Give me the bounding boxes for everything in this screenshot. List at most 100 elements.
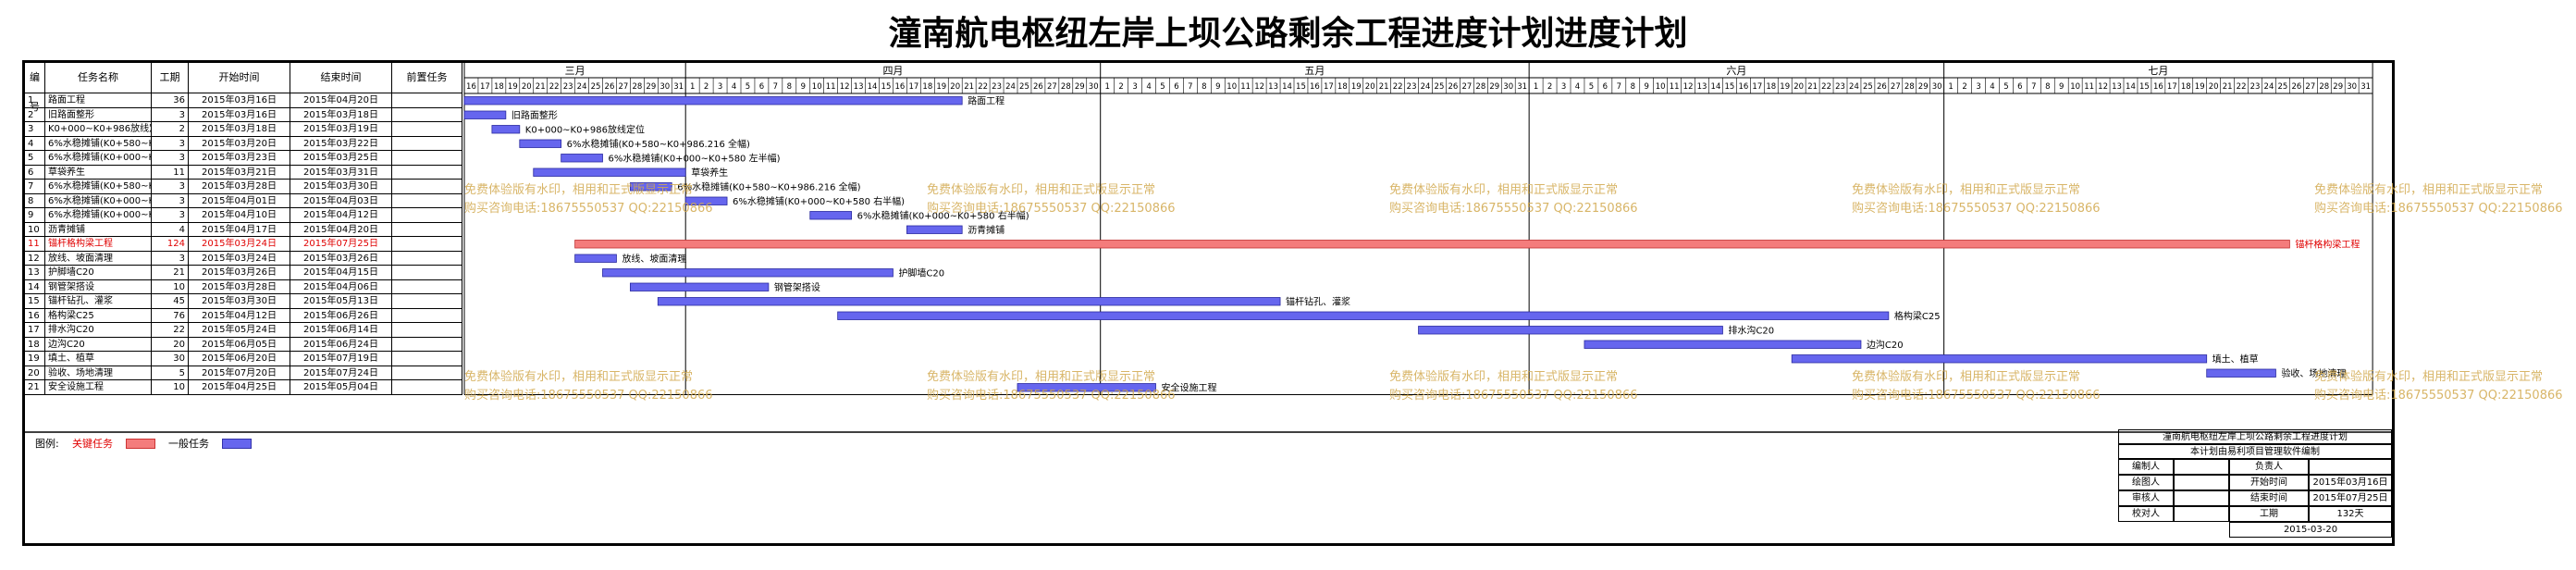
task-duration: 11 (152, 165, 189, 180)
watermark: 免费体验版有水印，相用和正式版显示正常购买咨询电话:18675550537 QQ… (2314, 181, 2563, 218)
day-label: 9 (1215, 82, 1220, 92)
watermark-line1: 免费体验版有水印，相用和正式版显示正常 (2314, 183, 2544, 197)
day-label: 24 (577, 82, 587, 92)
task-bar-label: 锚杆钻孔、灌浆 (1286, 296, 1350, 308)
day-label: 17 (1324, 82, 1334, 92)
header-no: 编号 (25, 63, 45, 113)
day-label: 29 (646, 82, 656, 92)
day-label: 29 (2333, 82, 2343, 92)
task-no: 20 (25, 366, 45, 380)
task-start: 2015年03月23日 (189, 151, 290, 166)
day-label: 24 (1005, 82, 1016, 92)
day-label: 10 (2070, 82, 2080, 92)
day-label: 16 (466, 82, 476, 92)
watermark: 免费体验版有水印，相用和正式版显示正常购买咨询电话:18675550537 QQ… (1852, 368, 2101, 405)
task-no: 1 (25, 93, 45, 108)
day-label: 26 (605, 82, 615, 92)
task-duration: 22 (152, 323, 189, 338)
task-name: 6%水稳摊铺(K0+000~K0+580 右半幅) (45, 193, 152, 208)
day-label: 14 (1282, 82, 1292, 92)
task-name: 沥青摊铺 (45, 222, 152, 237)
task-predecessor (392, 151, 462, 166)
task-end: 2015年04月20日 (290, 93, 392, 108)
day-label: 30 (659, 82, 670, 92)
tb-end-label: 结束时间 (2229, 490, 2309, 506)
task-end: 2015年03月26日 (290, 251, 392, 266)
day-label: 17 (1752, 82, 1762, 92)
task-start: 2015年03月24日 (189, 237, 290, 252)
day-label: 28 (1475, 82, 1485, 92)
watermark-line2: 购买咨询电话:18675550537 QQ:22150866 (2314, 389, 2563, 403)
task-predecessor (392, 122, 462, 137)
task-bar-label: 验收、场地清理 (2281, 367, 2346, 379)
task-no: 19 (25, 352, 45, 366)
month-label: 六月 (1726, 65, 1746, 77)
task-name: 钢管架搭设 (45, 279, 152, 294)
task-bar (519, 139, 562, 148)
legend-critical-swatch (126, 439, 155, 449)
task-bar (561, 154, 603, 163)
title-block-software: 本计划由易利项目管理软件编制 (2118, 444, 2392, 459)
day-label: 5 (746, 82, 750, 92)
task-no: 8 (25, 193, 45, 208)
day-label: 18 (1337, 82, 1348, 92)
header-end: 结束时间 (290, 63, 392, 93)
task-start: 2015年04月12日 (189, 308, 290, 323)
tb-date: 2015-03-20 (2229, 522, 2392, 538)
day-label: 27 (1891, 82, 1901, 92)
day-label: 11 (2084, 82, 2094, 92)
task-no: 10 (25, 222, 45, 237)
task-predecessor (392, 136, 462, 151)
tb-start-label: 开始时间 (2229, 475, 2309, 490)
task-bar (463, 110, 507, 119)
day-label: 18 (1766, 82, 1776, 92)
day-label: 8 (787, 82, 792, 92)
task-name: K0+000~K0+986放线定位 (45, 122, 152, 137)
task-bar-label: 安全设施工程 (1162, 382, 1217, 394)
task-duration: 10 (152, 279, 189, 294)
day-label: 20 (2209, 82, 2219, 92)
day-label: 26 (1033, 82, 1043, 92)
watermark-line1: 免费体验版有水印，相用和正式版显示正常 (1389, 183, 1619, 197)
watermark: 免费体验版有水印，相用和正式版显示正常购买咨询电话:18675550537 QQ… (927, 368, 1176, 405)
day-label: 7 (1617, 82, 1621, 92)
task-no: 17 (25, 323, 45, 338)
day-label: 30 (1089, 82, 1099, 92)
task-name: 边沟C20 (45, 337, 152, 352)
day-label: 5 (1589, 82, 1594, 92)
task-bar (574, 254, 617, 263)
tb-prepared-by-value (2174, 459, 2229, 475)
day-label: 11 (826, 82, 836, 92)
task-name: 安全设施工程 (45, 380, 152, 395)
task-bar-label: 6%水稳摊铺(K0+580~K0+986.216 全幅) (567, 138, 750, 150)
watermark: 免费体验版有水印，相用和正式版显示正常购买咨询电话:18675550537 QQ… (927, 181, 1176, 218)
day-label: 12 (840, 82, 850, 92)
task-start: 2015年04月25日 (189, 380, 290, 395)
task-name: 验收、场地清理 (45, 366, 152, 380)
tb-start-value: 2015年03月16日 (2309, 475, 2392, 490)
day-label: 15 (881, 82, 892, 92)
day-label: 25 (591, 82, 601, 92)
task-no: 13 (25, 266, 45, 280)
watermark-line1: 免费体验版有水印，相用和正式版显示正常 (1852, 183, 2081, 197)
task-end: 2015年07月24日 (290, 366, 392, 380)
task-bar (809, 211, 852, 220)
day-label: 13 (1268, 82, 1278, 92)
task-no: 21 (25, 380, 45, 395)
watermark-line2: 购买咨询电话:18675550537 QQ:22150866 (927, 202, 1176, 216)
day-label: 7 (773, 82, 778, 92)
legend-label: 图例: (35, 438, 59, 450)
task-start: 2015年04月17日 (189, 222, 290, 237)
task-duration: 124 (152, 237, 189, 252)
day-label: 22 (1393, 82, 1403, 92)
task-no: 9 (25, 208, 45, 223)
day-label: 27 (619, 82, 629, 92)
task-bar (630, 182, 672, 192)
task-predecessor (392, 222, 462, 237)
day-label: 13 (2112, 82, 2122, 92)
watermark-line1: 免费体验版有水印，相用和正式版显示正常 (2314, 370, 2544, 384)
task-no: 7 (25, 180, 45, 194)
task-no: 12 (25, 251, 45, 266)
task-start: 2015年05月24日 (189, 323, 290, 338)
task-name: 6%水稳摊铺(K0+000~K0+580 右半幅) (45, 208, 152, 223)
